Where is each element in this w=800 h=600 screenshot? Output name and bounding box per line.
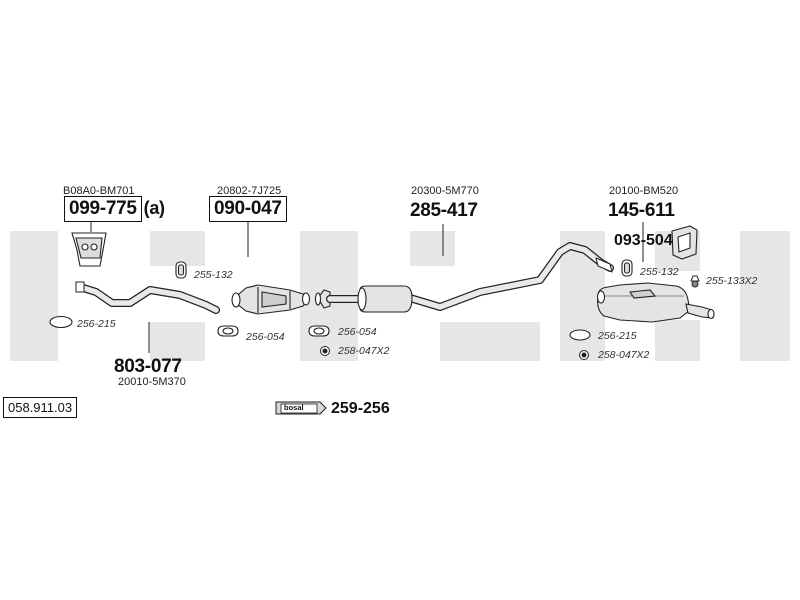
acc-bolt-mid: 258-047X2 bbox=[338, 345, 390, 357]
acc-gasket-front: 256-215 bbox=[77, 318, 116, 330]
acc-clamp-rear: 255-132 bbox=[640, 266, 679, 278]
acc-clamp-front: 255-132 bbox=[194, 269, 233, 281]
catalyst bbox=[231, 284, 311, 315]
oem-front-pipe: B08A0-BM701 bbox=[63, 185, 135, 197]
reference-code: 058.911.03 bbox=[3, 397, 78, 418]
part-mounting-kit: 259-256 bbox=[331, 400, 390, 417]
part-front-pipe-assembly: 803-077 bbox=[114, 356, 182, 377]
part-number-box: 090-047 bbox=[209, 196, 287, 222]
gasket-rear bbox=[569, 329, 591, 341]
part-number-box: 099-775 bbox=[64, 196, 142, 222]
clamp-rear bbox=[621, 259, 633, 277]
front-flange bbox=[71, 232, 107, 267]
gasket-cat-rear bbox=[308, 325, 330, 337]
oem-rear-silencer: 20100-BM520 bbox=[609, 185, 679, 197]
acc-hanger-rear: 255-133X2 bbox=[706, 275, 758, 287]
rear-bracket bbox=[671, 225, 698, 260]
part-front-pipe: 099-775(a) bbox=[64, 196, 165, 222]
part-middle-pipe: 285-417 bbox=[410, 200, 478, 221]
bosal-watermark bbox=[10, 231, 790, 361]
hanger-rear-icon bbox=[690, 275, 700, 288]
leader-lines bbox=[90, 222, 644, 353]
gasket-front bbox=[49, 315, 73, 329]
gasket-cat-front bbox=[217, 325, 239, 337]
part-catalyst: 090-047 bbox=[209, 196, 287, 222]
kit-brand-text: bosal bbox=[284, 403, 304, 412]
oem-front-pipe-assembly: 20010-5M370 bbox=[118, 376, 186, 388]
bolt-rear-icon bbox=[579, 350, 589, 360]
oem-middle-pipe: 20300-5M770 bbox=[411, 185, 479, 197]
clamp-front bbox=[175, 261, 187, 279]
part-suffix: (a) bbox=[143, 198, 165, 218]
part-rear-silencer: 145-611 bbox=[608, 200, 675, 221]
acc-gasket-cat-rear: 256-054 bbox=[338, 326, 377, 338]
middle-pipe bbox=[326, 242, 614, 313]
part-rear-bracket: 093-504 bbox=[614, 232, 673, 249]
acc-gasket-cat-front: 256-054 bbox=[246, 331, 285, 343]
oem-catalyst: 20802-7J725 bbox=[217, 185, 282, 197]
rear-silencer bbox=[596, 282, 715, 323]
acc-gasket-rear: 256-215 bbox=[598, 330, 637, 342]
bosal-kit-logo bbox=[275, 401, 327, 415]
front-pipe bbox=[75, 281, 220, 314]
acc-bolt-rear: 258-047X2 bbox=[598, 349, 650, 361]
bolt-mid-icon bbox=[320, 346, 330, 356]
